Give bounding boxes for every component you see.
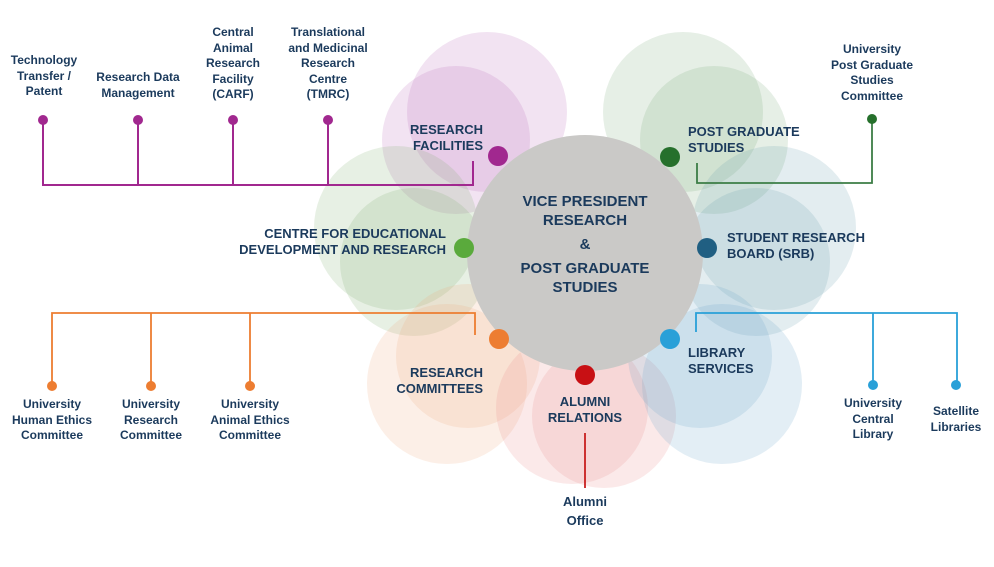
petal-circle [640,66,788,214]
technology-transfer-label: Technology Transfer / Patent [10,53,78,98]
srb-petal [682,146,856,336]
petal-circle [532,344,676,488]
center-circle [467,135,703,371]
library-services-label: LIBRARY SERVICES [688,345,754,376]
library-services-branch-line [695,312,958,385]
satellite-libraries-dot [951,380,961,390]
alumni-relations-node-dot [575,365,595,385]
srb-node-dot [697,238,717,258]
carf-label: Central Animal Research Facility (CARF) [205,25,261,101]
uaec-dot [245,381,255,391]
upgsc-dot [867,114,877,124]
uhec-dot [47,381,57,391]
alumni-relations-label: ALUMNI RELATIONS [547,394,623,425]
research-data-label: Research Data Management [96,70,180,100]
technology-transfer-dot [38,115,48,125]
tmrc-label: Translational and Medicinal Research Cen… [288,25,368,101]
petal-circle [642,304,802,464]
research-data-dot [133,115,143,125]
urc-dot [146,381,156,391]
petal-circle [382,66,530,214]
research-committees-label: RESEARCH COMMITTEES [396,365,483,396]
ucl-dot [868,380,878,390]
petal-circle [692,146,856,310]
research-facilities-branch-line [42,120,474,186]
upgsc-label: University Post Graduate Studies Committ… [830,42,914,103]
center-title-bottom: POST GRADUATE STUDIES [520,260,650,296]
srb-label: STUDENT RESEARCH BOARD (SRB) [727,230,865,261]
center-title-top: VICE PRESIDENT RESEARCH [522,193,648,229]
uhec-label: University Human Ethics Committee [11,397,93,442]
post-graduate-studies-node-dot [660,147,680,167]
petal-circle [314,146,478,310]
research-facilities-label: RESEARCH FACILITIES [410,122,483,153]
research-facilities-node-dot [488,146,508,166]
center-title-amp: & [579,236,591,253]
cedr-label: CENTRE FOR EDUCATIONAL DEVELOPMENT AND R… [239,226,446,257]
ucl-label: University Central Library [843,396,903,441]
cedr-node-dot [454,238,474,258]
petal-circle [682,188,830,336]
petal-circle [367,304,527,464]
tmrc-dot [323,115,333,125]
urc-label: University Research Committee [119,397,183,442]
research-committees-branch-line [51,312,476,386]
center-title: VICE PRESIDENT RESEARCH & POST GRADUATE … [475,192,695,297]
petal-circle [340,188,488,336]
research-committees-node-dot [489,329,509,349]
cedr-petal [314,146,488,336]
petal-circle [496,332,648,484]
post-graduate-studies-label: POST GRADUATE STUDIES [688,124,800,155]
library-services-node-dot [660,329,680,349]
carf-dot [228,115,238,125]
uaec-label: University Animal Ethics Committee [210,397,290,442]
satellite-libraries-label: Satellite Libraries [930,404,982,434]
alumni-office-label: Alumni Office [562,494,608,528]
alumni-relations-petal [496,332,676,488]
library-services-petal [628,284,802,464]
post-graduate-branch-line [696,119,873,184]
